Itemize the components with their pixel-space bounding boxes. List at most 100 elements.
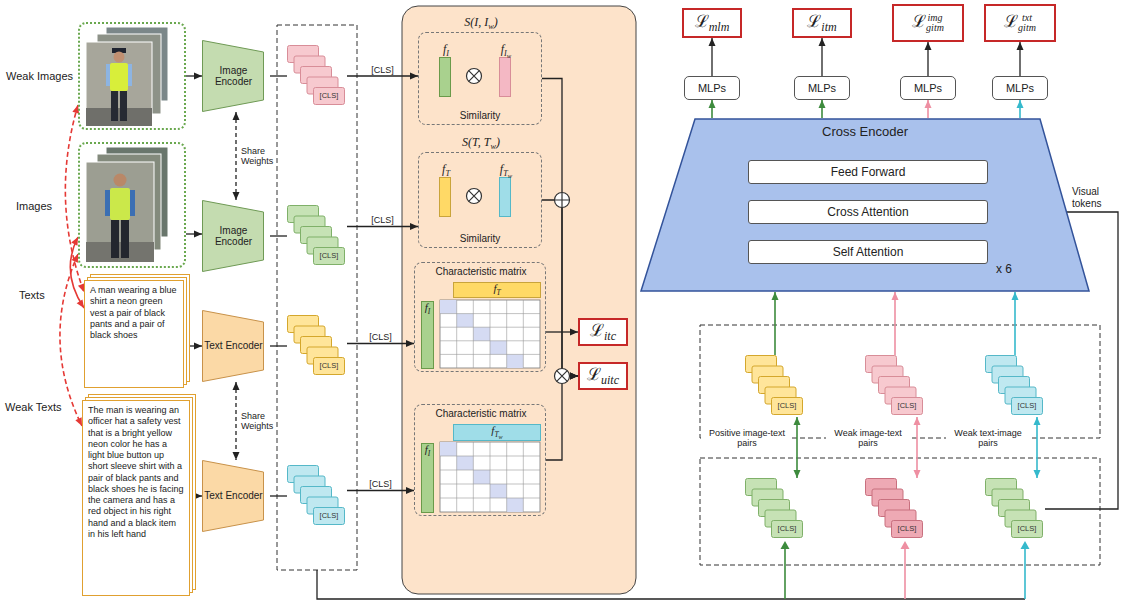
similarity-box: S(T, Tw)SimilarityfTfTw xyxy=(418,152,542,248)
text-group: ℒuitc xyxy=(587,366,619,386)
connector-line xyxy=(894,292,896,355)
feature-vector: fIw xyxy=(499,57,511,97)
arrowhead xyxy=(406,487,414,494)
connector xyxy=(542,200,578,380)
person-photo xyxy=(86,27,168,126)
text-group: ℒimggitm xyxy=(912,13,944,33)
node-text: Similarity xyxy=(460,233,501,244)
loss-box: ℒitc xyxy=(578,318,628,346)
connector xyxy=(709,100,716,118)
node-text: itm xyxy=(821,20,836,34)
token-wire xyxy=(901,541,910,549)
cross-encoder xyxy=(641,119,1089,291)
connector-line xyxy=(796,417,798,478)
feature-vector: fTw xyxy=(453,424,541,441)
text-group: S(T, Tw) xyxy=(419,135,543,151)
arrowhead xyxy=(71,237,78,246)
text-encoder: Text Encoder xyxy=(202,460,270,532)
connector xyxy=(925,100,932,118)
pair-group xyxy=(700,325,1100,438)
token-stack xyxy=(287,45,347,107)
node-text: Cross Encoder xyxy=(822,124,908,139)
token-stack xyxy=(985,478,1045,540)
node-text: f xyxy=(442,162,445,176)
product-symbol xyxy=(555,369,570,384)
connector-line xyxy=(235,112,236,200)
connector xyxy=(1012,292,1019,355)
node-text: mlm xyxy=(709,20,730,34)
text-group: [CLS] xyxy=(1011,397,1043,415)
token-stack xyxy=(772,398,803,415)
token-wire xyxy=(904,548,906,599)
connector xyxy=(270,496,287,497)
token-stack xyxy=(745,478,805,540)
connector xyxy=(190,493,202,500)
matrix-grid xyxy=(440,442,540,512)
node-text: img xyxy=(926,13,944,23)
arrowhead xyxy=(1034,417,1041,425)
node-text: [CLS] xyxy=(320,251,339,260)
arrowhead xyxy=(194,231,202,238)
text-card: Weak TextsThe man is wearing an officer … xyxy=(82,400,190,596)
text-group: Cross Attention xyxy=(827,205,908,219)
edge-label: [CLS] xyxy=(369,332,392,342)
text-group: The man is wearing an officer hat a safe… xyxy=(83,401,189,544)
node-text: S(I, I xyxy=(464,15,488,29)
edge-label-text: Visual tokens xyxy=(1072,186,1101,209)
arrowhead xyxy=(914,417,921,425)
product-symbol xyxy=(467,189,482,204)
attention-layer: Self Attention xyxy=(748,240,988,264)
text-group: Image Encoder xyxy=(202,225,270,248)
pair-label: Weak text-image pairs xyxy=(946,428,1030,449)
matrix-grid xyxy=(440,300,540,368)
text-encoder xyxy=(203,311,264,382)
arrowhead xyxy=(570,373,578,380)
node-text: x 6 xyxy=(996,262,1012,276)
mlp-box: MLPs xyxy=(794,76,850,100)
node-text: T xyxy=(445,169,450,178)
node-text: w xyxy=(508,172,512,179)
matrix-grid xyxy=(490,341,507,355)
node-text: gitm xyxy=(926,23,944,33)
text-group: ℒmlm xyxy=(695,13,730,33)
connector-line xyxy=(774,292,776,355)
connector xyxy=(1017,42,1024,76)
text-group: Similarity xyxy=(460,110,501,121)
node-text: T xyxy=(503,169,508,178)
attention-layer: Cross Attention xyxy=(748,200,988,224)
node-text: Weak Images xyxy=(6,70,73,82)
token-wire xyxy=(781,541,790,549)
edge-label-text: [CLS] xyxy=(369,332,392,342)
text-group: [CLS] xyxy=(891,520,923,538)
text-group: ℒitc xyxy=(590,322,616,342)
token-stack xyxy=(287,315,347,377)
arrowhead xyxy=(233,112,240,120)
image-encoder xyxy=(203,201,264,272)
node-text: ℒ xyxy=(807,11,821,31)
token-stack: [CLS] xyxy=(287,45,347,107)
node-text: Weak Texts xyxy=(5,401,61,413)
matrix-grid xyxy=(507,498,524,512)
arrowhead xyxy=(570,329,578,336)
text-group: Texts xyxy=(19,289,45,301)
token-wire xyxy=(784,548,786,599)
pair-label: Positive image-text pairs xyxy=(703,428,791,449)
node-text: MLPs xyxy=(914,82,942,94)
connector-line xyxy=(270,75,287,76)
mlp-box: MLPs xyxy=(684,76,740,100)
text-group: ℒitm xyxy=(807,13,836,33)
connector xyxy=(1017,100,1024,118)
node-text: T xyxy=(496,288,500,297)
text-group: [CLS] xyxy=(771,397,803,415)
text-group: Weak Texts xyxy=(5,401,61,413)
token-stack: [CLS] xyxy=(745,478,805,540)
node-text: Image Encoder xyxy=(215,225,252,248)
text-group: fT xyxy=(434,163,458,178)
node-text: MLPs xyxy=(698,82,726,94)
text-group: [CLS] xyxy=(313,247,345,265)
token-stack xyxy=(772,521,803,538)
arrowhead xyxy=(794,470,801,478)
product-symbol xyxy=(469,71,480,82)
node-text: txt xyxy=(1018,13,1036,23)
text-group: [CLS] xyxy=(771,520,803,538)
